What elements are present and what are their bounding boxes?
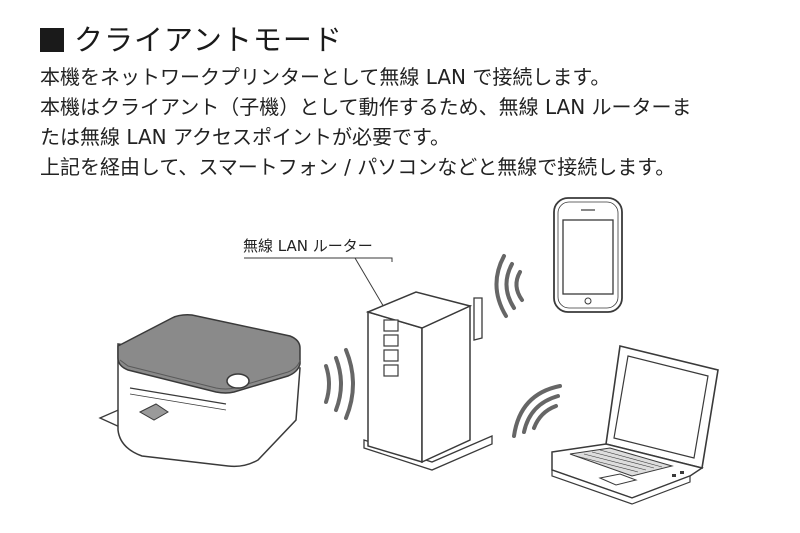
description-line: 本機をネットワークプリンターとして無線 LAN で接続します。 xyxy=(40,65,611,89)
description-line: たは無線 LAN アクセスポイントが必要です。 xyxy=(40,125,450,149)
section-title: クライアントモード xyxy=(74,23,343,57)
wifi-signal-icon xyxy=(324,348,355,420)
router-callout-label: 無線 LAN ルーター xyxy=(243,237,373,255)
callout-underline xyxy=(244,257,393,262)
description-line: 本機はクライアント（子機）として動作するため、無線 LAN ルーターま xyxy=(40,95,692,119)
printer-icon xyxy=(98,314,301,468)
description: 本機をネットワークプリンターとして無線 LAN で接続します。 本機はクライアン… xyxy=(40,62,790,182)
wifi-signal-icon xyxy=(512,384,562,438)
network-diagram xyxy=(98,197,719,505)
heading-square-icon xyxy=(40,28,64,52)
smartphone-icon xyxy=(553,197,623,313)
callout-leader xyxy=(354,257,389,315)
section-heading: クライアントモード xyxy=(40,22,343,58)
router-icon xyxy=(363,291,493,471)
description-line: 上記を経由して、スマートフォン / パソコンなどと無線で接続します。 xyxy=(40,155,676,179)
wifi-signal-icon xyxy=(494,254,524,318)
laptop-icon xyxy=(551,345,719,505)
